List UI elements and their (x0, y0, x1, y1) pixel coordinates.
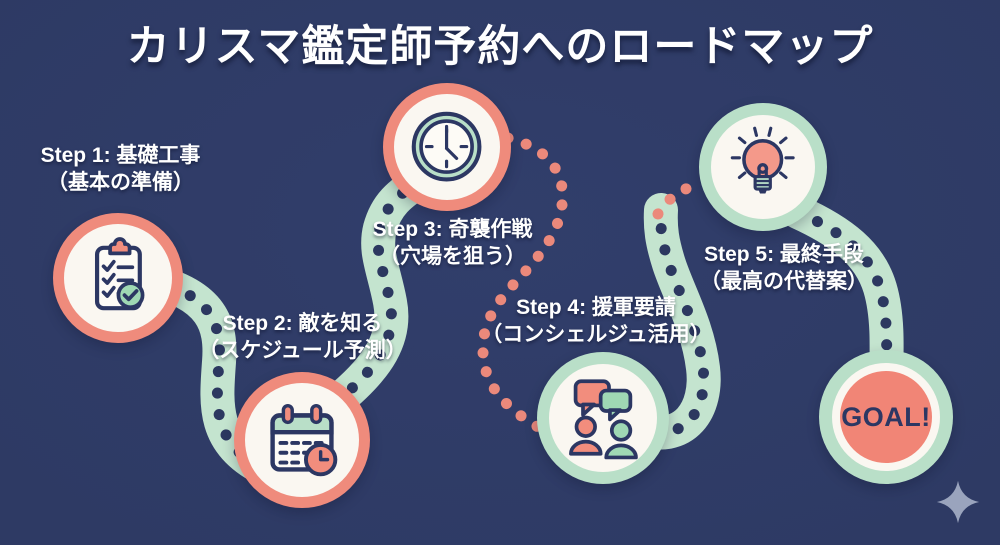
goal-badge: GOAL! (819, 350, 953, 484)
step2-label-line1: Step 2: 敵を知る (222, 312, 383, 335)
ribbon-step5-goal-dots (792, 206, 893, 391)
step2-label-line2: （スケジュール予測） (198, 338, 407, 362)
sparkle-icon (936, 480, 980, 524)
step4-label: Step 4: 援軍要請 （コンシェルジュ活用） (462, 295, 730, 349)
step1-circle (53, 213, 183, 343)
clipboard-checklist-icon (94, 236, 145, 310)
step4-circle (537, 352, 669, 484)
calendar-clock-icon (270, 403, 338, 477)
ribbon-step1-step2-dots (144, 274, 268, 474)
ribbon-step4-step5-dots (630, 204, 710, 439)
page-title: カリスマ鑑定師予約へのロードマップ (126, 23, 874, 71)
step5-label-line2: （最高の代替案） (700, 269, 868, 293)
step4-label-line1: Step 4: 援軍要請 (516, 296, 676, 319)
step3-label: Step 3: 奇襲作戦 （穴場を狙う） (340, 217, 565, 271)
dotted-path-into-step5 (652, 177, 708, 220)
ribbon-step2-step3-dots (330, 172, 431, 408)
chat-people-icon (568, 378, 638, 459)
step4-label-line2: （コンシェルジュ活用） (481, 322, 711, 346)
clock-icon (412, 112, 482, 182)
step5-label: Step 5: 最終手段 （最高の代替案） (670, 242, 898, 296)
step2-label: Step 2: 敵を知る （スケジュール予測） (180, 311, 425, 365)
dotted-path-step3-step4 (477, 132, 569, 434)
step2-circle (234, 372, 370, 508)
step1-label-line1: Step 1: 基礎工事 (40, 144, 201, 167)
step1-label-line2: （基本の準備） (47, 170, 194, 194)
step3-label-line1: Step 3: 奇襲作戦 (372, 218, 533, 241)
step5-label-line1: Step 5: 最終手段 (704, 243, 864, 266)
step3-label-line2: （穴場を狙う） (379, 244, 526, 268)
step5-circle (699, 103, 827, 231)
step1-label: Step 1: 基礎工事 （基本の準備） (8, 143, 233, 197)
ribbon-step2-step3 (319, 161, 442, 419)
step3-circle (383, 83, 511, 211)
lightbulb-icon (731, 126, 795, 194)
goal-label: GOAL! (840, 371, 932, 463)
